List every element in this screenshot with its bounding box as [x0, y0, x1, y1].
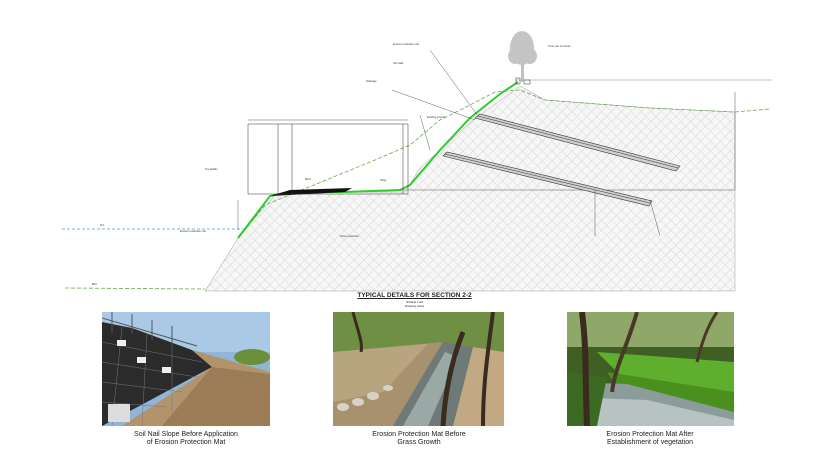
section-title: TYPICAL DETAILS FOR SECTION 2-2	[357, 292, 472, 299]
soil-nail-lower	[442, 151, 653, 207]
existing-ground-line	[64, 287, 206, 290]
leader-line-5	[649, 199, 661, 237]
existing-ground-right	[734, 108, 771, 113]
toe-note: Toe details	[205, 167, 218, 171]
nail-note: Soil nails	[393, 61, 404, 65]
photo-3-caption: Erosion Protection Mat After Establishme…	[560, 431, 740, 447]
grade-note: Slope	[380, 178, 387, 182]
photo-soil-nail-slope	[102, 312, 270, 426]
top-fence-post-2	[523, 79, 531, 85]
left-note: Erosion protection mat	[180, 229, 206, 233]
leader-line-2	[391, 89, 476, 121]
section-scale: SCALE 1:20	[406, 300, 423, 304]
section-drawing: Trees are to remain Erosion protection m…	[62, 31, 772, 292]
channel-box	[247, 123, 409, 195]
tree-icon	[508, 31, 537, 82]
tree-note: Trees are to remain	[548, 44, 571, 48]
section-subtitle: Drawing notes	[404, 304, 425, 308]
leader-line-1	[429, 49, 479, 117]
photo-1-caption-line2: of Erosion Protection Mat	[146, 439, 226, 446]
soil-nail-upper	[474, 113, 681, 172]
leader-line-3	[419, 114, 431, 151]
photo-3-caption-line2: Establishment of vegetation	[607, 439, 693, 446]
photo-mat-after-vegetation	[567, 312, 734, 426]
existing-ground-slope	[239, 89, 736, 237]
water-level-label: W.L.	[100, 223, 105, 227]
soil-nail-upper-core	[477, 115, 679, 169]
soil-nail-lower-core	[444, 153, 651, 204]
photo-1-caption: Soil Nail Slope Before Application of Er…	[96, 431, 276, 447]
mat-top-note: Erosion protection mat	[393, 42, 419, 46]
berm-note: Berm	[305, 177, 311, 181]
photo-mat-before-growth	[333, 312, 504, 426]
photo-1-caption-line1: Soil Nail Slope Before Application	[134, 431, 238, 438]
bottom-note: Scour protection	[340, 234, 359, 238]
drainage-note: Drainage	[366, 79, 377, 83]
photo-2-caption-line1: Erosion Protection Mat Before	[372, 431, 466, 438]
photo-3-caption-line1: Erosion Protection Mat After	[606, 431, 694, 438]
existing-ground-label: Existing ground	[427, 115, 445, 119]
bed-level-label: Bed	[92, 282, 97, 286]
photo-2-caption: Erosion Protection Mat Before Grass Grow…	[329, 431, 509, 447]
top-fence-post	[515, 77, 521, 85]
photo-2-caption-line2: Grass Growth	[397, 439, 441, 446]
